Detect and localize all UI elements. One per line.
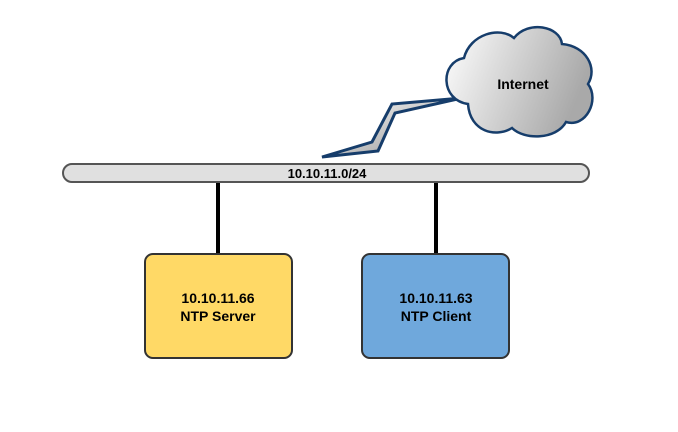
network-segment: 10.10.11.0/24 bbox=[62, 163, 590, 183]
ntp-server-role: NTP Server bbox=[180, 308, 256, 324]
network-label: 10.10.11.0/24 bbox=[288, 166, 368, 181]
internet-cloud: Internet bbox=[445, 25, 594, 138]
ntp-client-role: NTP Client bbox=[401, 308, 472, 324]
ntp-client-ip: 10.10.11.63 bbox=[399, 290, 472, 306]
ntp-server-box bbox=[144, 253, 293, 359]
ntp-server-ip: 10.10.11.66 bbox=[181, 290, 254, 306]
ntp-client-box bbox=[361, 253, 510, 359]
ntp-client-node: 10.10.11.63 NTP Client bbox=[361, 253, 510, 359]
network-bus bbox=[62, 163, 590, 183]
ntp-server-node: 10.10.11.66 NTP Server bbox=[144, 253, 293, 359]
internet-label: Internet bbox=[497, 76, 549, 92]
cloud-icon bbox=[445, 25, 594, 138]
wan-link-bolt-icon bbox=[321, 96, 463, 159]
